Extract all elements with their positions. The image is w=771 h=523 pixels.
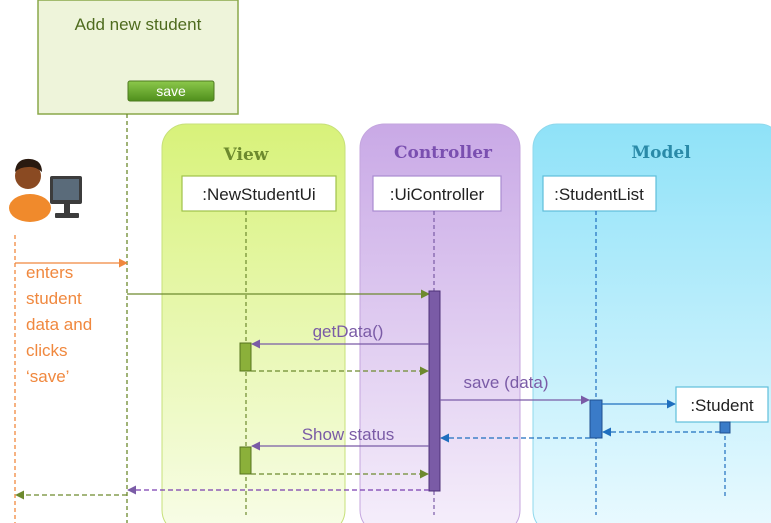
save-button[interactable] (127, 80, 215, 102)
actor-note-line: clicks (26, 341, 68, 360)
ui-controller-label: :UiController (390, 185, 485, 204)
view-activation-2 (239, 446, 252, 475)
student-label: :Student (690, 396, 754, 415)
ui-controller-object (372, 175, 502, 212)
view-lane-title: View (223, 145, 269, 165)
student-list-activation (589, 399, 603, 439)
save-data-label: save (data) (463, 373, 548, 392)
view-activation-1 (239, 342, 252, 372)
user-at-computer-icon (9, 158, 82, 222)
actor-note-line: ‘save’ (26, 367, 69, 386)
form-title: Add new student (75, 15, 202, 34)
controller-activation (428, 290, 441, 492)
student-list-label: :StudentList (554, 185, 644, 204)
show-status-label: Show status (302, 425, 395, 444)
view-lane (161, 123, 346, 523)
controller-lane-title: Controller (394, 143, 493, 163)
save-button-label: save (156, 83, 186, 99)
actor-note-line: enters (26, 263, 73, 282)
actor-note-line: data and (26, 315, 92, 334)
new-student-ui-label: :NewStudentUi (202, 185, 315, 204)
get-data-label: getData() (313, 322, 384, 341)
model-lane-title: Model (631, 143, 691, 163)
actor-note: enters student data and clicks ‘save’ (26, 263, 92, 386)
student-activation (719, 421, 731, 434)
student-list-object (542, 175, 657, 212)
student-object (675, 386, 769, 423)
actor-note-line: student (26, 289, 82, 308)
new-student-ui-object (181, 175, 337, 212)
